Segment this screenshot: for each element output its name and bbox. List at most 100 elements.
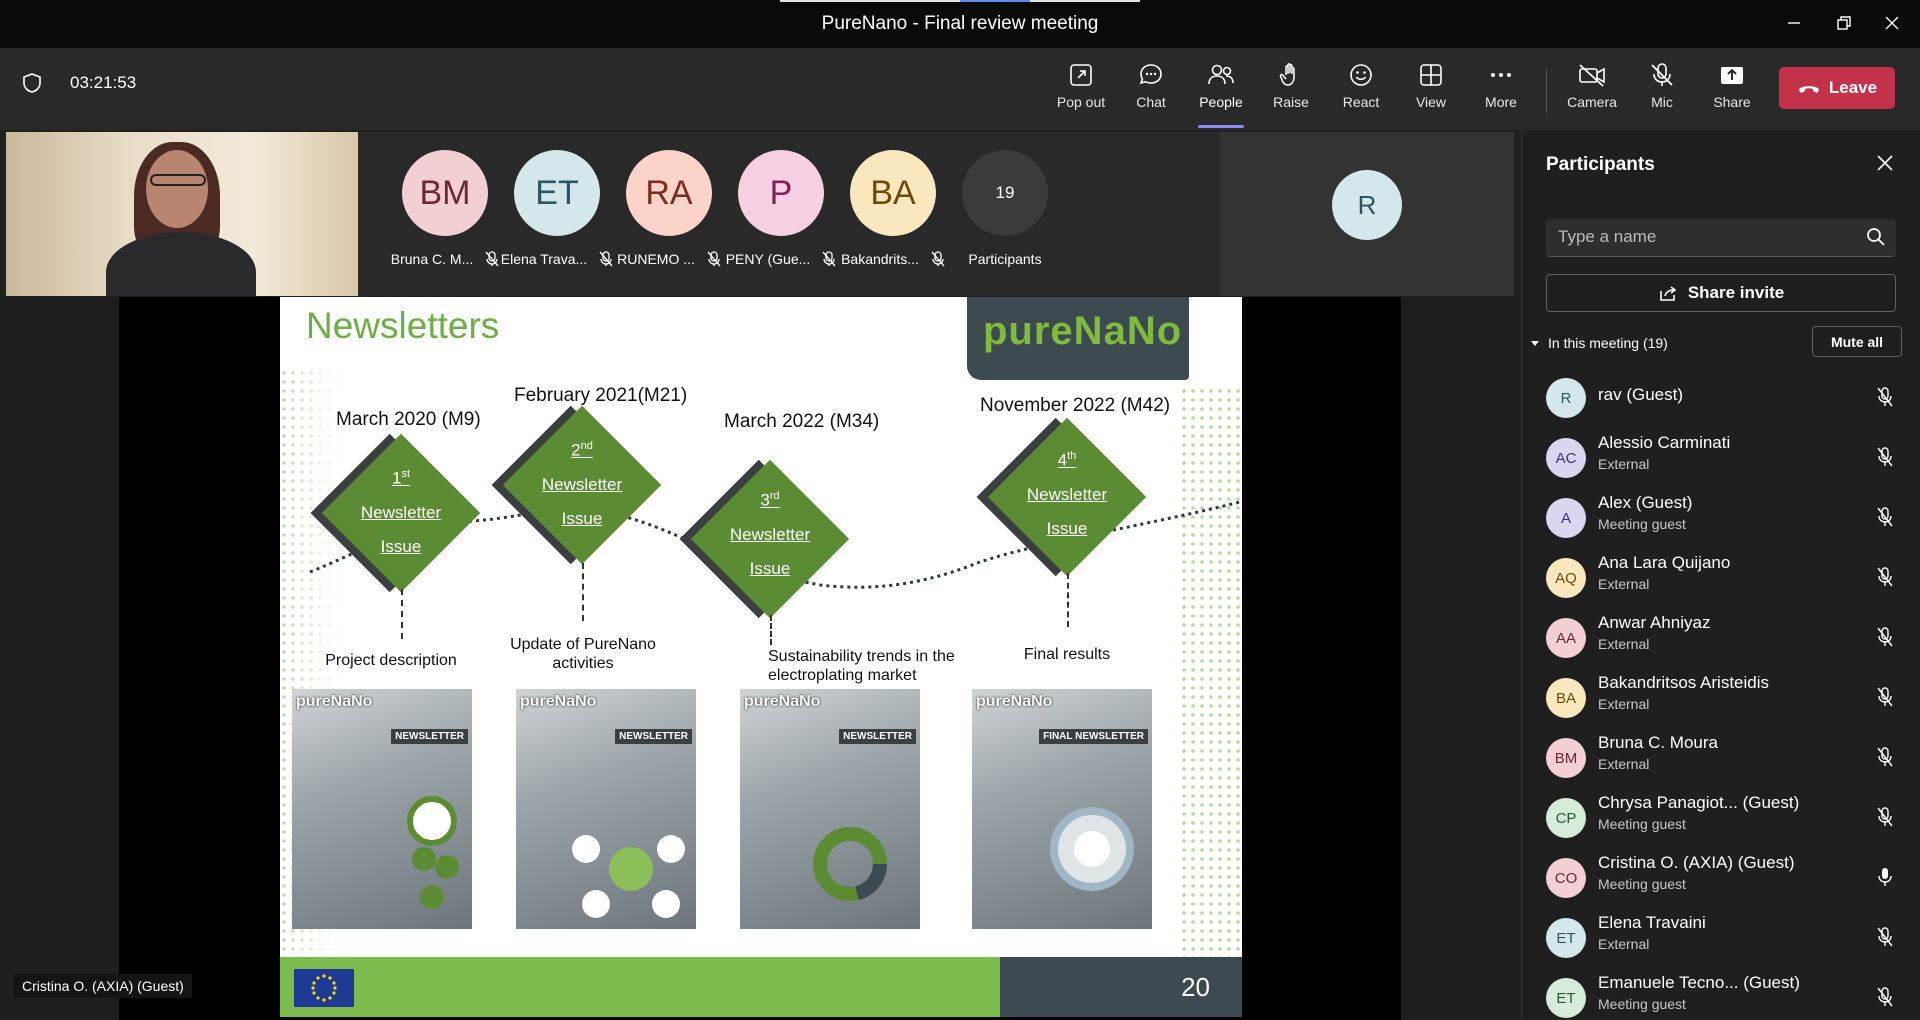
- participant-tile[interactable]: ET Elena Trava...: [492, 150, 622, 267]
- connector-line: [401, 589, 403, 639]
- chat-button[interactable]: Chat: [1118, 62, 1184, 122]
- participant-name: Bruna C. M...: [390, 251, 474, 267]
- issue-date: November 2022 (M42): [980, 395, 1171, 416]
- minimize-button[interactable]: [1772, 8, 1816, 38]
- avatar: CP: [1546, 798, 1586, 838]
- mic-off-icon: [1877, 627, 1893, 647]
- more-button[interactable]: More: [1468, 62, 1534, 122]
- participant-tile[interactable]: P PENY (Gue...: [716, 150, 846, 267]
- avatar: BM: [402, 150, 488, 236]
- share-invite-button[interactable]: Share invite: [1546, 274, 1896, 312]
- participant-role: Meeting guest: [1598, 516, 1686, 532]
- avatar: AQ: [1546, 558, 1586, 598]
- avatar: AC: [1546, 438, 1586, 478]
- participant-name: Bruna C. Moura: [1598, 733, 1718, 752]
- mic-off-icon: [1877, 807, 1893, 827]
- share-button[interactable]: Share: [1699, 62, 1765, 122]
- issue-description: Sustainability trends in the electroplat…: [768, 648, 955, 684]
- mic-off-icon: [1877, 687, 1893, 707]
- participant-tile[interactable]: RA RUNEMO ...: [604, 150, 734, 267]
- react-button[interactable]: React: [1328, 62, 1394, 122]
- in-meeting-section-header[interactable]: In this meeting (19) Mute all: [1530, 326, 1902, 360]
- participant-tile[interactable]: BA Bakandrits...: [828, 150, 958, 267]
- restore-button[interactable]: [1822, 8, 1866, 38]
- raise-hand-button[interactable]: Raise: [1258, 62, 1324, 122]
- title-bar: PureNano - Final review meeting: [0, 0, 1920, 48]
- participant-role: Meeting guest: [1598, 876, 1686, 892]
- participant-tile[interactable]: BM Bruna C. M...: [380, 150, 510, 267]
- toolbar-divider: [1546, 68, 1547, 114]
- slide-background-dots: [280, 367, 1242, 957]
- mic-off-indicator[interactable]: [1875, 386, 1895, 413]
- mic-off-indicator[interactable]: [1875, 446, 1895, 473]
- mic-off-indicator[interactable]: [1875, 926, 1895, 953]
- participant-search: [1546, 219, 1896, 257]
- issue-description: Final results: [1023, 646, 1111, 663]
- slide-page-number: 20: [1181, 972, 1210, 1002]
- loading-bar: [780, 0, 1140, 2]
- pop-out-button[interactable]: Pop out: [1048, 62, 1114, 122]
- leave-button[interactable]: Leave: [1779, 67, 1895, 109]
- mic-off-icon: [1877, 927, 1893, 947]
- participant-name: Alessio Carminati: [1598, 433, 1731, 452]
- avatar: ET: [1546, 918, 1586, 958]
- meeting-toolbar: 03:21:53 Pop out Chat People Raise React…: [0, 48, 1920, 130]
- search-input[interactable]: [1558, 227, 1848, 247]
- slide-footer: 20: [280, 957, 1242, 1017]
- close-window-button[interactable]: [1870, 8, 1914, 38]
- mic-off-indicator[interactable]: [1875, 686, 1895, 713]
- participant-role: Meeting guest: [1598, 996, 1686, 1012]
- mute-all-button[interactable]: Mute all: [1812, 326, 1902, 357]
- shield-icon: [23, 73, 41, 93]
- participant-name: Bakandritsos Aristeidis: [1598, 673, 1770, 692]
- close-panel-button[interactable]: [1876, 154, 1894, 177]
- participant-name: Chrysa Panagiot... (Guest): [1598, 793, 1800, 812]
- share-upload-icon: [1721, 67, 1743, 84]
- camera-button[interactable]: Camera: [1559, 62, 1625, 122]
- mic-on-indicator[interactable]: [1875, 866, 1895, 893]
- search-icon[interactable]: [1866, 227, 1886, 247]
- pop-out-icon: [1070, 64, 1092, 86]
- participant-role: External: [1598, 576, 1650, 592]
- people-button[interactable]: People: [1188, 62, 1254, 128]
- presenter-video[interactable]: [6, 132, 358, 296]
- mic-off-indicator[interactable]: [1875, 626, 1895, 653]
- mic-off-indicator[interactable]: [1875, 566, 1895, 593]
- mic-off-indicator[interactable]: [1875, 506, 1895, 533]
- minimize-icon: [1788, 22, 1800, 24]
- mic-off-indicator[interactable]: [1875, 986, 1895, 1013]
- participant-name: Anwar Ahniyaz: [1598, 613, 1711, 632]
- issue-description: Update of PureNano activities: [510, 636, 656, 672]
- mic-off-icon: [1877, 747, 1893, 767]
- view-button[interactable]: View: [1398, 62, 1464, 122]
- participants-overflow-button[interactable]: 19 Participants: [940, 150, 1070, 267]
- close-icon: [1885, 16, 1899, 30]
- mic-off-indicator[interactable]: [1875, 806, 1895, 833]
- mic-button[interactable]: Mic: [1629, 62, 1695, 122]
- camera-off-icon: [1579, 64, 1605, 87]
- participant-name: PENY (Gue...: [725, 251, 811, 267]
- mic-off-icon: [1877, 447, 1893, 467]
- meeting-timer: 03:21:53: [70, 73, 137, 92]
- mic-off-icon: [1877, 387, 1893, 407]
- mic-off-indicator[interactable]: [1875, 746, 1895, 773]
- connector-line: [1067, 573, 1069, 627]
- shared-screen: Newsletters pureNaNo March 2020 (M9) 1st…: [119, 297, 1401, 1020]
- participant-tile-video-off[interactable]: R: [1220, 132, 1514, 296]
